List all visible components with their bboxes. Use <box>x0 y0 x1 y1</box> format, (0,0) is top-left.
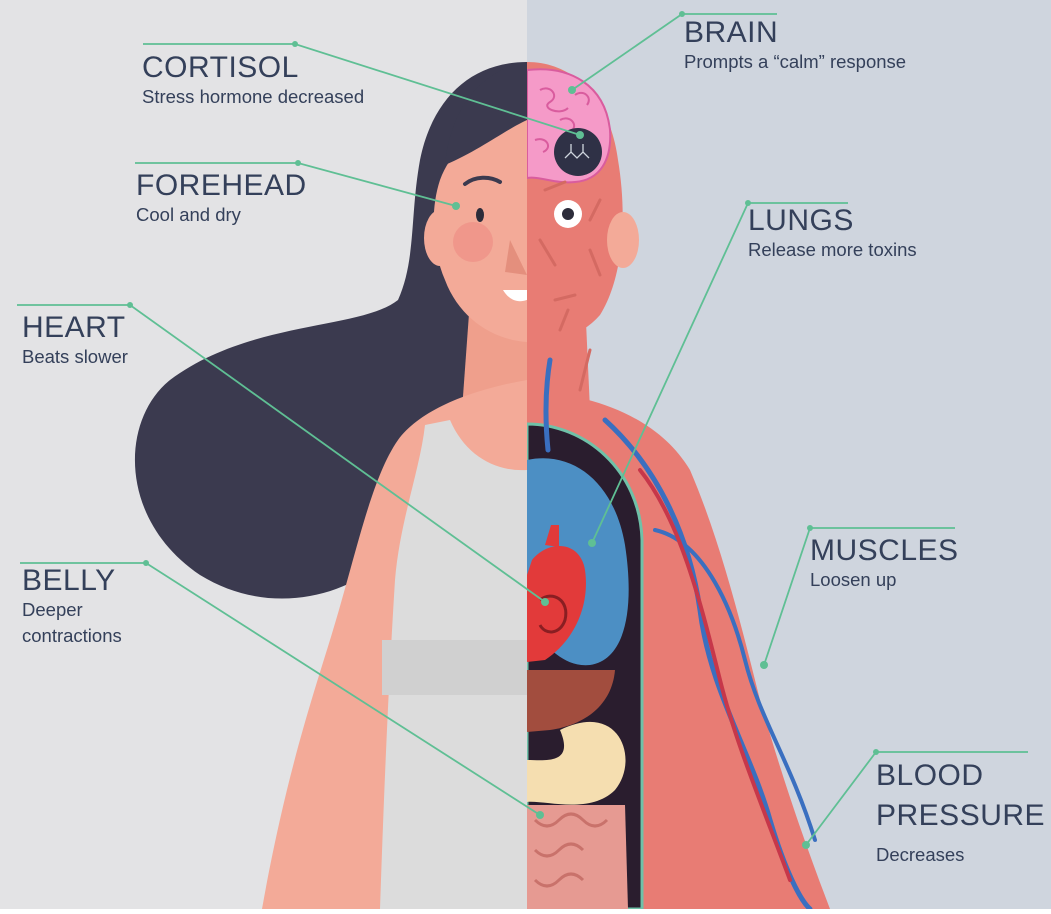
blood-pressure-title-line-1: BLOOD <box>876 756 1045 796</box>
blood-pressure-title-line-2: PRESSURE <box>876 796 1045 836</box>
cortisol-target-dot <box>576 131 584 139</box>
heart-label: HEART Beats slower <box>22 312 128 370</box>
left-ear <box>424 210 456 266</box>
forehead-target-dot <box>452 202 460 210</box>
tank-top-band <box>382 640 527 695</box>
belly-description-line-1: Deeper <box>22 597 122 623</box>
blood-pressure-target-dot <box>802 841 810 849</box>
lungs-title: LUNGS <box>748 205 917 237</box>
lungs-description: Release more toxins <box>748 237 917 263</box>
muscles-target-dot <box>760 661 768 669</box>
cortisol-dot <box>292 41 298 47</box>
belly-target-dot <box>536 811 544 819</box>
forehead-label: FOREHEAD Cool and dry <box>136 170 307 228</box>
belly-label: BELLY Deeper contractions <box>22 565 122 649</box>
blood-pressure-label: BLOOD PRESSURE Decreases <box>876 756 1045 868</box>
muscles-description: Loosen up <box>810 567 959 593</box>
blood-pressure-dot <box>873 749 879 755</box>
muscles-label: MUSCLES Loosen up <box>810 535 959 593</box>
cortisol-description: Stress hormone decreased <box>142 84 364 110</box>
brain-target-dot <box>568 86 576 94</box>
brain-label: BRAIN Prompts a “calm” response <box>684 17 906 75</box>
forehead-title: FOREHEAD <box>136 170 307 202</box>
forehead-description: Cool and dry <box>136 202 307 228</box>
right-ear <box>607 212 639 268</box>
muscles-title: MUSCLES <box>810 535 959 567</box>
brain-description: Prompts a “calm” response <box>684 49 906 75</box>
heart-dot <box>127 302 133 308</box>
brain-title: BRAIN <box>684 17 906 49</box>
heart-title: HEART <box>22 312 128 344</box>
heart-target-dot <box>541 598 549 606</box>
intestines <box>527 805 628 909</box>
cortisol-title: CORTISOL <box>142 52 364 84</box>
forehead-dot <box>295 160 301 166</box>
left-eye <box>476 208 484 222</box>
blood-pressure-description: Decreases <box>876 842 1045 868</box>
belly-title: BELLY <box>22 565 122 597</box>
heart-description: Beats slower <box>22 344 128 370</box>
cheek-blush <box>453 222 493 262</box>
lungs-target-dot <box>588 539 596 547</box>
cortisol-label: CORTISOL Stress hormone decreased <box>142 52 364 110</box>
belly-dot <box>143 560 149 566</box>
lungs-label: LUNGS Release more toxins <box>748 205 917 263</box>
right-pupil <box>562 208 574 220</box>
muscles-dot <box>807 525 813 531</box>
belly-description-line-2: contractions <box>22 623 122 649</box>
